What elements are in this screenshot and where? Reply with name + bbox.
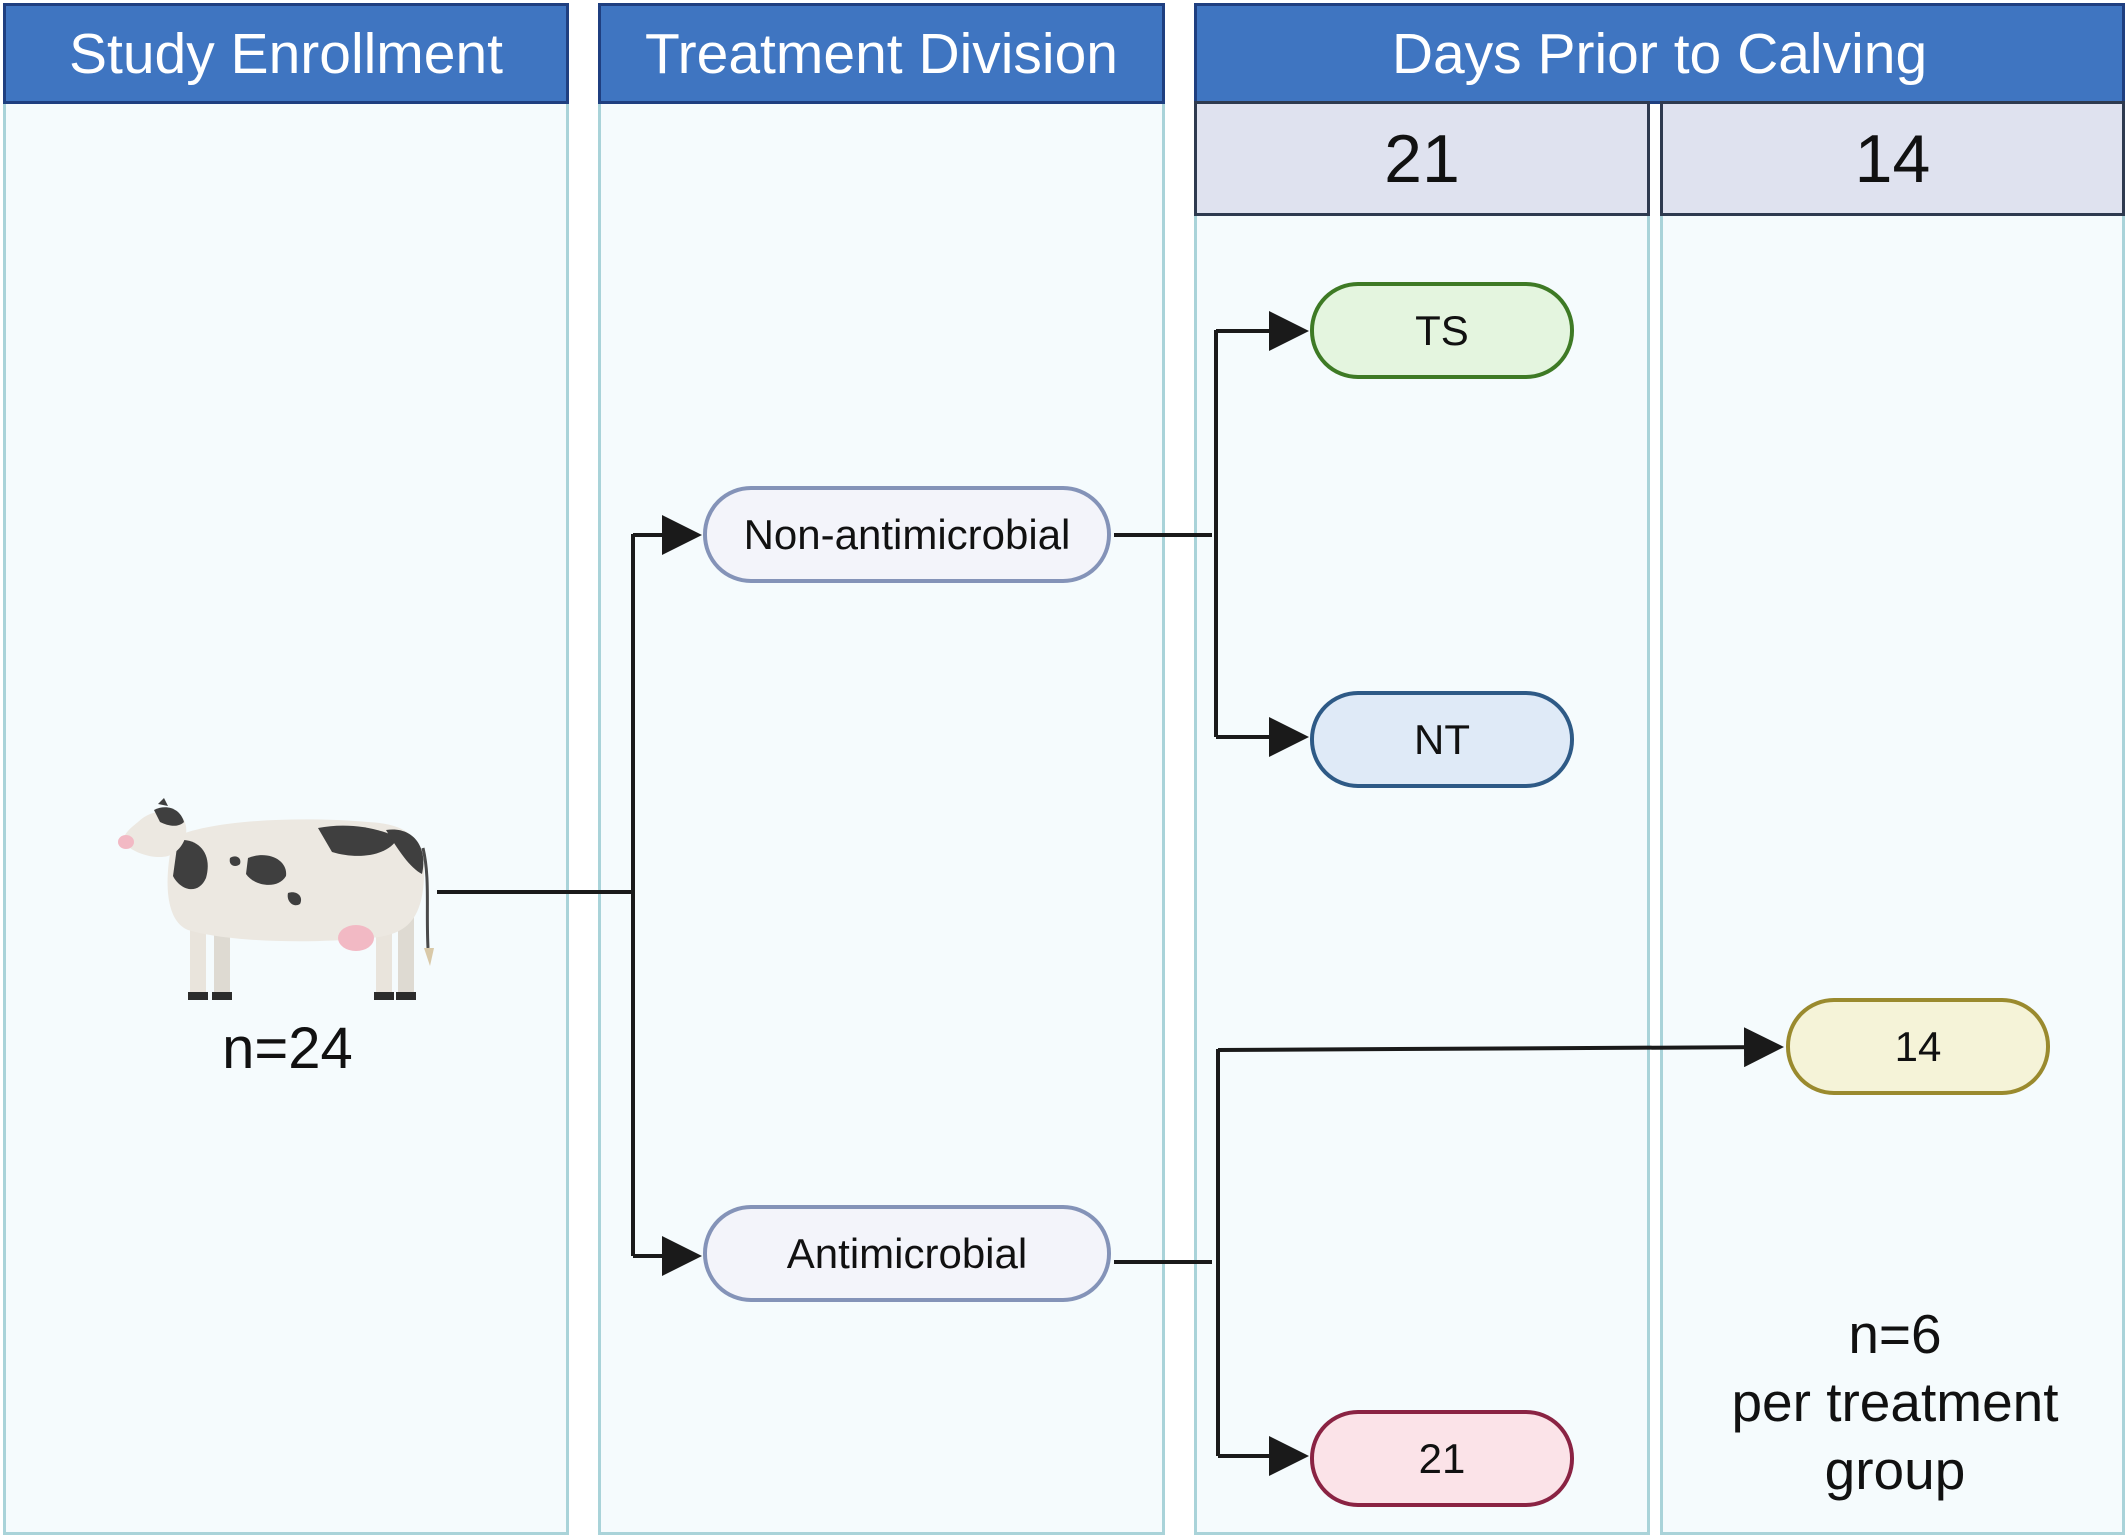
node-non-antimicrobial: Non-antimicrobial xyxy=(703,486,1111,583)
header-treatment-division: Treatment Division xyxy=(598,3,1165,104)
node-group-nt: NT xyxy=(1310,691,1574,788)
subheader-day-21: 21 xyxy=(1194,101,1650,216)
node-group-14: 14 xyxy=(1786,998,2050,1095)
column-day-14 xyxy=(1660,3,2125,1535)
header-study-enrollment: Study Enrollment xyxy=(3,3,569,104)
per-group-note-line2: per treatment xyxy=(1731,1371,2059,1433)
header-days-prior-to-calving: Days Prior to Calving xyxy=(1194,3,2125,104)
per-group-note: n=6 per treatment group xyxy=(1680,1300,2110,1504)
column-study-enrollment xyxy=(3,3,569,1535)
enrollment-count: n=24 xyxy=(222,1016,353,1081)
node-group-21: 21 xyxy=(1310,1410,1574,1507)
node-antimicrobial: Antimicrobial xyxy=(703,1205,1111,1302)
arrow-to-group-14 xyxy=(1217,1027,1784,1068)
subheader-day-14: 14 xyxy=(1660,101,2125,216)
per-group-note-line3: group xyxy=(1824,1439,1966,1501)
node-group-ts: TS xyxy=(1310,282,1574,379)
cow-icon xyxy=(118,798,434,1000)
per-group-note-line1: n=6 xyxy=(1848,1303,1942,1365)
